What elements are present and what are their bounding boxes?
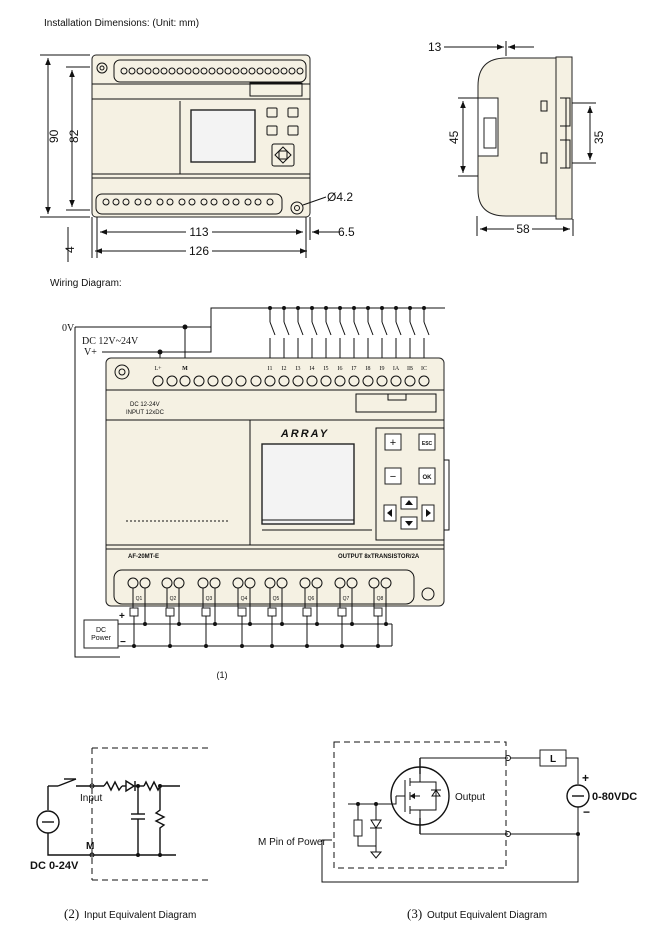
caption-output-equivalent: Output Equivalent Diagram: [427, 910, 547, 921]
term-label: Q2: [170, 596, 177, 602]
wiring-caption: (1): [217, 670, 228, 680]
dc-label-1: DC 12-24V: [130, 402, 160, 408]
term-label: IC: [421, 366, 427, 372]
dim-13: 13: [428, 40, 442, 54]
dim-90: 90: [47, 129, 61, 143]
input-equivalent-diagram: Input M DC 0-24V (2) Input Equivalent Di…: [30, 747, 212, 921]
wiring-title: Wiring Diagram:: [50, 278, 122, 289]
dim-35: 35: [592, 130, 606, 144]
caption-num-2: (2): [64, 906, 79, 921]
dim-82: 82: [67, 129, 81, 143]
front-view: 90 82 4 113 126 6.5 Ø4.2: [40, 54, 355, 262]
front-bottom-terminals: [102, 198, 274, 206]
output-wires: [132, 588, 387, 624]
caption-input-equivalent: Input Equivalent Diagram: [84, 910, 196, 921]
key-ok-label: OK: [423, 475, 433, 481]
term-label: Q3: [206, 596, 213, 602]
supply-range-label: DC 12V~24V: [82, 336, 139, 347]
key-ok[interactable]: [418, 467, 436, 485]
term-label: Q8: [377, 596, 384, 602]
dc-label-2: INPUT 12xDC: [126, 410, 165, 416]
plc-top-terminals: [152, 375, 430, 387]
plc-keypad: [375, 427, 445, 541]
term-label: I3: [296, 366, 301, 372]
term-label: Q5: [273, 596, 280, 602]
up-arrow-icon: [405, 500, 413, 505]
dc-power-label-2: Power: [91, 635, 112, 642]
dim-58: 58: [516, 222, 530, 236]
supply-0-80vdc-label: 0-80VDC: [592, 791, 637, 803]
caption-num-3: (3): [407, 906, 422, 921]
output-equivalent-diagram: Output L + − 0-80VDC M Pin of Power (3) …: [258, 741, 637, 921]
term-label: I8: [366, 366, 371, 372]
key-esc-label: ESC: [422, 441, 433, 447]
key-plus-label: +: [390, 437, 396, 449]
left-arrow-icon: [387, 509, 392, 517]
input-terminal-labels: I1 I2 I3 I4 I5 I6 I7 I8 I9 IA IB IC: [268, 366, 428, 372]
term-label: I6: [338, 366, 343, 372]
key-minus[interactable]: [384, 467, 402, 485]
dim-45: 45: [447, 130, 461, 144]
dim-6-5: 6.5: [338, 225, 355, 239]
term-label: I1: [268, 366, 273, 372]
front-top-terminals: [120, 67, 304, 75]
key-minus-label: −: [390, 471, 396, 483]
dc-power-label-1: DC: [96, 627, 106, 634]
key-esc[interactable]: [418, 433, 436, 451]
load-label: L: [550, 754, 556, 765]
term-label: I5: [324, 366, 329, 372]
wiring-diagram: 0V DC 12V~24V V+ L: [62, 306, 450, 680]
supply-0v-label: 0V: [62, 323, 75, 334]
term-label: IA: [393, 366, 400, 372]
model-label: AF-20MT-E: [128, 554, 159, 560]
term-label: Q7: [343, 596, 350, 602]
dim-113: 113: [189, 225, 208, 239]
dim-126: 126: [189, 244, 209, 258]
key-plus[interactable]: [384, 433, 402, 451]
term-label: I4: [310, 366, 315, 372]
right-arrow-icon: [426, 509, 431, 517]
load-boxes: [129, 607, 383, 646]
supply-plus: +: [582, 771, 589, 785]
term-label: Q1: [136, 596, 143, 602]
installation-title: Installation Dimensions: (Unit: mm): [44, 18, 199, 29]
m-pin-label: M Pin of Power: [258, 837, 326, 848]
term-label: I9: [380, 366, 385, 372]
junction-dots: [132, 622, 388, 648]
supply-vplus-label: V+: [84, 347, 97, 358]
term-label: Q6: [308, 596, 315, 602]
side-view: 13 45 35 58: [428, 40, 606, 236]
term-m-label: M: [182, 366, 188, 372]
m-label: M: [86, 841, 94, 852]
dim-4: 4: [63, 246, 77, 253]
output-terminal-labels: Q1 Q2 Q3 Q4 Q5 Q6 Q7 Q8: [136, 596, 384, 602]
input-label: Input: [80, 793, 102, 804]
term-label: Q4: [241, 596, 248, 602]
output-label: Output: [455, 792, 485, 803]
dim-hole: Ø4.2: [327, 190, 353, 204]
dc-power-minus: −: [120, 637, 126, 648]
dc-power-box: [83, 619, 119, 649]
dc-power-plus: +: [119, 611, 125, 622]
term-label: I2: [282, 366, 287, 372]
term-label: I7: [352, 366, 357, 372]
supply-minus: −: [583, 805, 590, 819]
dc-0-24v-label: DC 0-24V: [30, 860, 79, 872]
term-lplus-label: L+: [154, 366, 162, 372]
down-arrow-icon: [405, 521, 413, 526]
plc-lcd: [261, 443, 355, 525]
term-label: IB: [407, 366, 413, 372]
brand-logo: ARRAY: [280, 428, 329, 440]
output-spec-label: OUTPUT 8xTRANSISTOR/2A: [338, 554, 420, 560]
